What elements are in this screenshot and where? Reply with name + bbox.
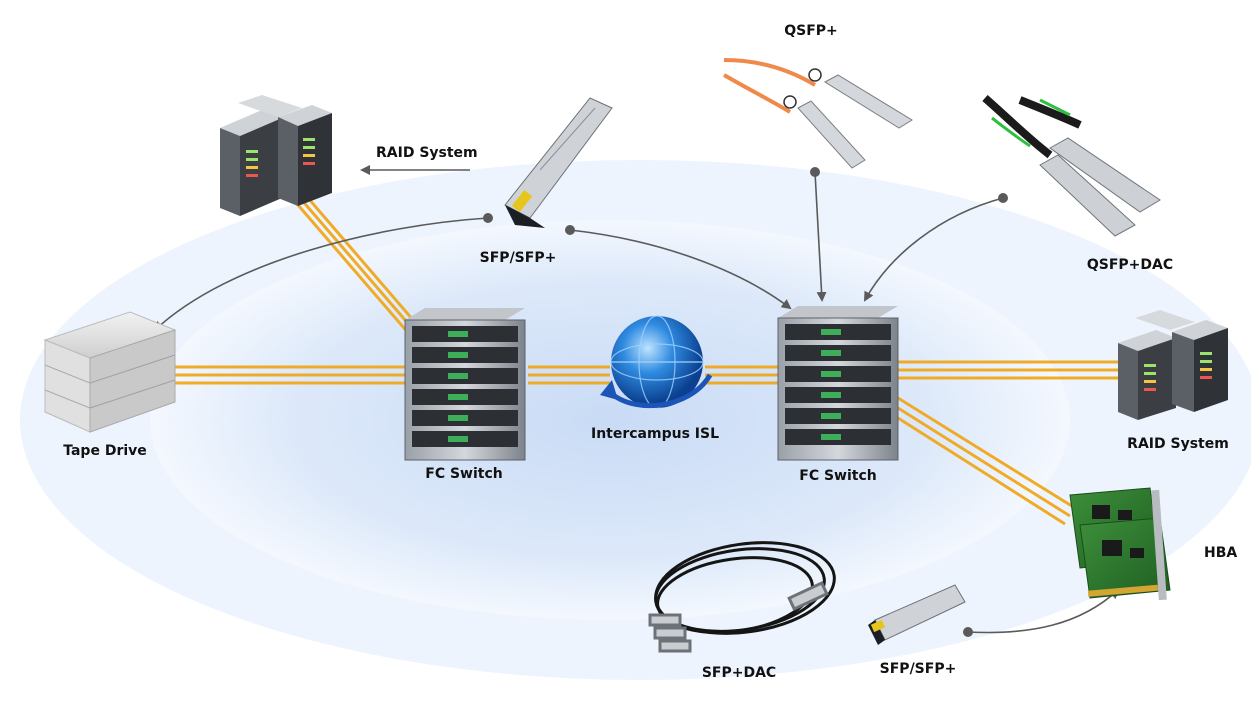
qsfp-plus-dac-cable-icon [982,94,1161,237]
qsfp-plus-cable-icon [723,58,913,169]
hba-card-icon [1069,487,1171,601]
arrow-origin-dots [483,167,1008,637]
fiber-links [175,197,1120,526]
hba-label: HBA [1204,545,1238,561]
fc-switch-right-icon [777,306,899,461]
intercampus-globe-icon [600,315,713,409]
connector-arrows [153,165,1120,634]
arrow-qsfp-dac-to-fc-switch-right [864,197,1004,302]
fc-switch-right-label: FC Switch [799,468,877,484]
raid-system-right-icon [1118,310,1228,420]
raid-system-right-label: RAID System [1127,436,1229,452]
fc-switch-left-label: FC Switch [425,466,503,482]
sfp-sfp-plus-bottom-label: SFP/SFP+ [879,661,957,677]
fc-switch-left-icon [404,308,526,461]
sfp-plus-dac-label: SFP+DAC [701,665,777,681]
tape-drive-label: Tape Drive [63,443,147,459]
sfp-plus-dac-cable-icon [648,541,836,653]
qsfp-plus-dac-label: QSFP+DAC [1086,257,1174,273]
qsfp-plus-label: QSFP+ [784,23,838,39]
sfp-sfp-plus-top-label: SFP/SFP+ [479,250,557,266]
intercampus-isl-label: Intercampus ISL [590,426,720,442]
raid-system-left-label: RAID System [376,145,478,161]
arrow-sfp-bottom-to-hba [967,588,1120,634]
arrow-sfp-to-tape-drive [153,217,489,332]
arrow-sfp-to-fc-switch-right [569,229,792,310]
sfp-module-bottom-icon [868,584,966,645]
raid-system-left-icon [220,95,332,216]
tape-drive-icon [43,311,177,433]
sfp-module-top-icon [504,97,613,228]
arrow-qsfp-to-fc-switch-right [814,171,827,302]
